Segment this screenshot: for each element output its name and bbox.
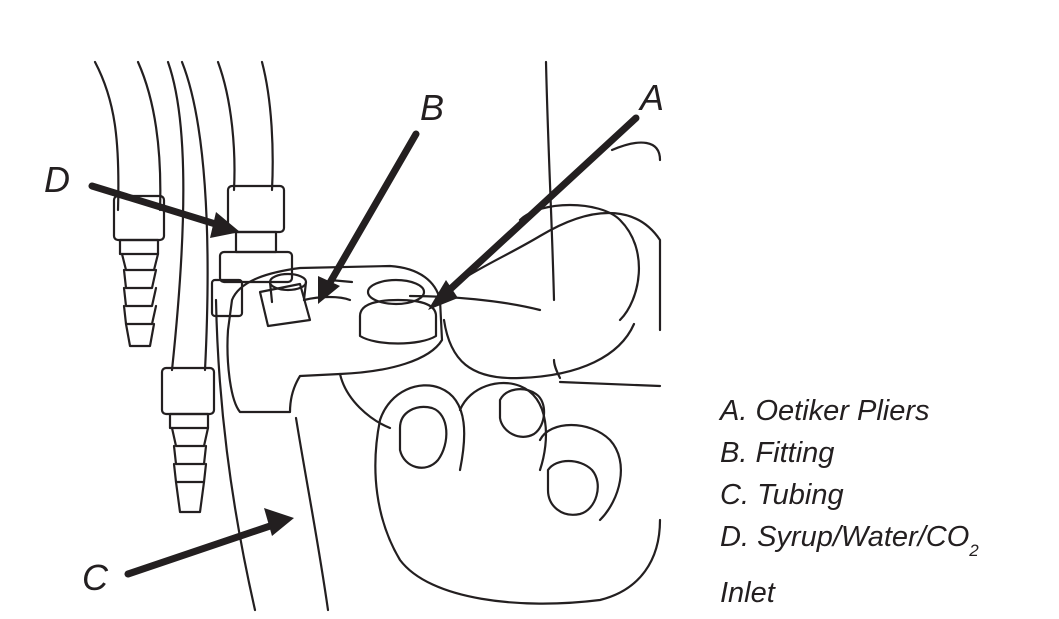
leader-arrows (88, 114, 640, 578)
legend-text: Tubing (757, 479, 844, 511)
cabinet-lines (544, 60, 562, 380)
tubing-bundle (93, 60, 330, 612)
arrow-c (124, 520, 280, 578)
arrowhead-a (428, 280, 458, 310)
arrow-heads (210, 212, 458, 536)
legend: A. Oetiker Pliers B. Fitting C. Tubing D… (720, 390, 1050, 614)
arrowhead-b (318, 276, 340, 304)
legend-letter: B. (720, 437, 748, 469)
legend-subscript: 2 (969, 541, 979, 560)
manifold-block (226, 264, 444, 430)
legend-text: Syrup/Water/CO (757, 521, 970, 553)
callout-label-a: A (640, 77, 665, 118)
arrowhead-c (264, 508, 294, 536)
arrow-a (441, 114, 640, 298)
barbed-fitting-upper (112, 194, 166, 348)
legend-item-d-continued: Inlet (720, 572, 1050, 614)
legend-text: Oetiker Pliers (755, 395, 930, 427)
callout-label-b: B (420, 87, 445, 128)
legend-item-b: B. Fitting (720, 432, 1050, 474)
legend-text: Fitting (755, 437, 835, 469)
legend-letter: A. (720, 395, 748, 427)
arrow-b (324, 130, 420, 290)
arrow-d (88, 182, 226, 230)
barbed-fitting-lower (160, 366, 216, 514)
inlet-fitting (210, 184, 294, 318)
legend-item-a: A. Oetiker Pliers (720, 390, 1050, 432)
hand-with-pliers (374, 141, 662, 605)
legend-letter: D. (720, 521, 749, 553)
callout-label-d: D (44, 159, 70, 200)
legend-letter: C. (720, 479, 749, 511)
callout-label-c: C (82, 557, 108, 598)
arrowhead-d (210, 212, 240, 238)
legend-text: Inlet (720, 577, 775, 609)
legend-item-d: D. Syrup/Water/CO2 (720, 516, 1050, 572)
legend-item-c: C. Tubing (720, 474, 1050, 516)
